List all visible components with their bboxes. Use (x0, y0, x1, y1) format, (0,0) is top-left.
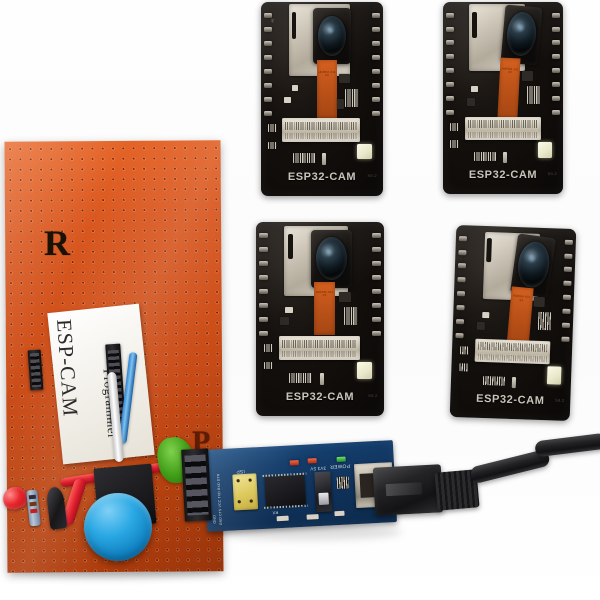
camera-lens-bl (315, 236, 348, 280)
paper-label-line1: ESP-CAM (52, 318, 83, 418)
board-code-bl: S9.2 (368, 392, 378, 398)
flash-led-tr (537, 142, 553, 158)
voltage-slide-switch[interactable] (314, 471, 333, 513)
board-code-tl: S9.2 (367, 172, 377, 178)
pin-column-left-bl (258, 230, 272, 385)
pin-column-right-tl (368, 10, 381, 165)
reset-button-bl[interactable] (320, 373, 324, 385)
perfboard-marker-r: R (44, 223, 70, 263)
usb-cable-tail (534, 432, 600, 458)
pin-column-right-bl (368, 230, 382, 385)
esp32-cam-board-bottom-left[interactable]: HDF5M -611 XX ESP32-CAM S9.2 (256, 222, 384, 416)
flex-text-br: HDF5M -611 XX (513, 292, 531, 302)
ft232rl-chip (262, 472, 309, 509)
usb-mini-plug[interactable] (372, 464, 444, 516)
board-label-tr: ESP32-CAM (468, 169, 538, 182)
camera-module-tl (313, 7, 352, 65)
board-code-br: S9.2 (554, 397, 565, 403)
camera-module-tr (500, 4, 543, 65)
power-led (336, 456, 346, 463)
flex-text-tr: HDF5M -611 XX (502, 65, 520, 75)
board-label-br: ESP32-CAM (475, 392, 545, 408)
camera-flex-ribbon-tl: HDF5M -611 XX (317, 60, 337, 119)
pin-column-left-tr (445, 10, 458, 164)
flex-text-tl: HDF5M -611 XX (318, 69, 336, 78)
tx-led (289, 460, 299, 466)
blue-pushbutton[interactable] (84, 493, 152, 561)
fpc-connector-tl (281, 118, 360, 142)
fpc-connector-br (474, 338, 551, 365)
voltage-silk-label: 3V3 5V (309, 465, 327, 472)
fpc-connector-tr (464, 117, 542, 141)
pin-column-left-tl: 5V (263, 10, 276, 165)
camera-flex-ribbon-tr: HDF5M -611 XX (497, 57, 522, 118)
flex-text-bl: HDF5M -611 XX (315, 289, 333, 298)
pin-labels-left-tl: 5V (270, 19, 274, 23)
flash-led-bl (357, 361, 373, 380)
camera-module-bl (311, 229, 352, 288)
esp32-cam-board-bottom-right[interactable]: HDF5M -611 XX ESP32-CAM S9.2 (449, 224, 577, 422)
paper-label: ESP-CAM Programmer (47, 303, 155, 465)
esp32-cam-board-top-left[interactable]: 5V HDF5M -611 XX ESP32-CAM S9.2 (261, 2, 383, 196)
camera-lens-br (515, 239, 552, 290)
usb-logo-icon (385, 482, 422, 496)
ftdi-usb-serial-board[interactable]: GND GND CTS VCC TXD RXD DTR ISP RX POWER… (202, 440, 398, 532)
pin-column-right-tr (548, 10, 561, 164)
camera-flex-ribbon-bl: HDF5M -611 XX (313, 282, 336, 335)
voltage-select-pads[interactable] (336, 476, 350, 490)
board-code-tr: S9.2 (547, 170, 557, 176)
board-label-bl: ESP32-CAM (285, 390, 355, 403)
isp-jumper[interactable] (232, 473, 259, 511)
reset-button-br[interactable] (511, 376, 516, 389)
esp32-cam-board-top-right[interactable]: HDF5M -611 XX ESP32-CAM S9.2 (443, 2, 563, 194)
board-label-tl: ESP32-CAM (287, 170, 357, 183)
rx-silk-label: RX (272, 510, 279, 516)
camera-flex-ribbon-br: HDF5M -611 XX (507, 285, 534, 344)
reset-button-tr[interactable] (503, 151, 507, 164)
reset-button-tl[interactable] (322, 153, 326, 165)
rx-led (307, 458, 317, 464)
power-silk-label: POWER (329, 462, 351, 470)
flash-led-tl (357, 143, 372, 160)
female-header-left[interactable] (27, 349, 44, 391)
camera-lens-tr (505, 10, 539, 57)
fpc-connector-bl (279, 336, 360, 360)
camera-lens-tl (318, 15, 347, 57)
isp-silk-label: ISP (235, 467, 245, 475)
ftdi-pin-header[interactable] (181, 448, 212, 522)
flash-led-br (546, 366, 562, 385)
